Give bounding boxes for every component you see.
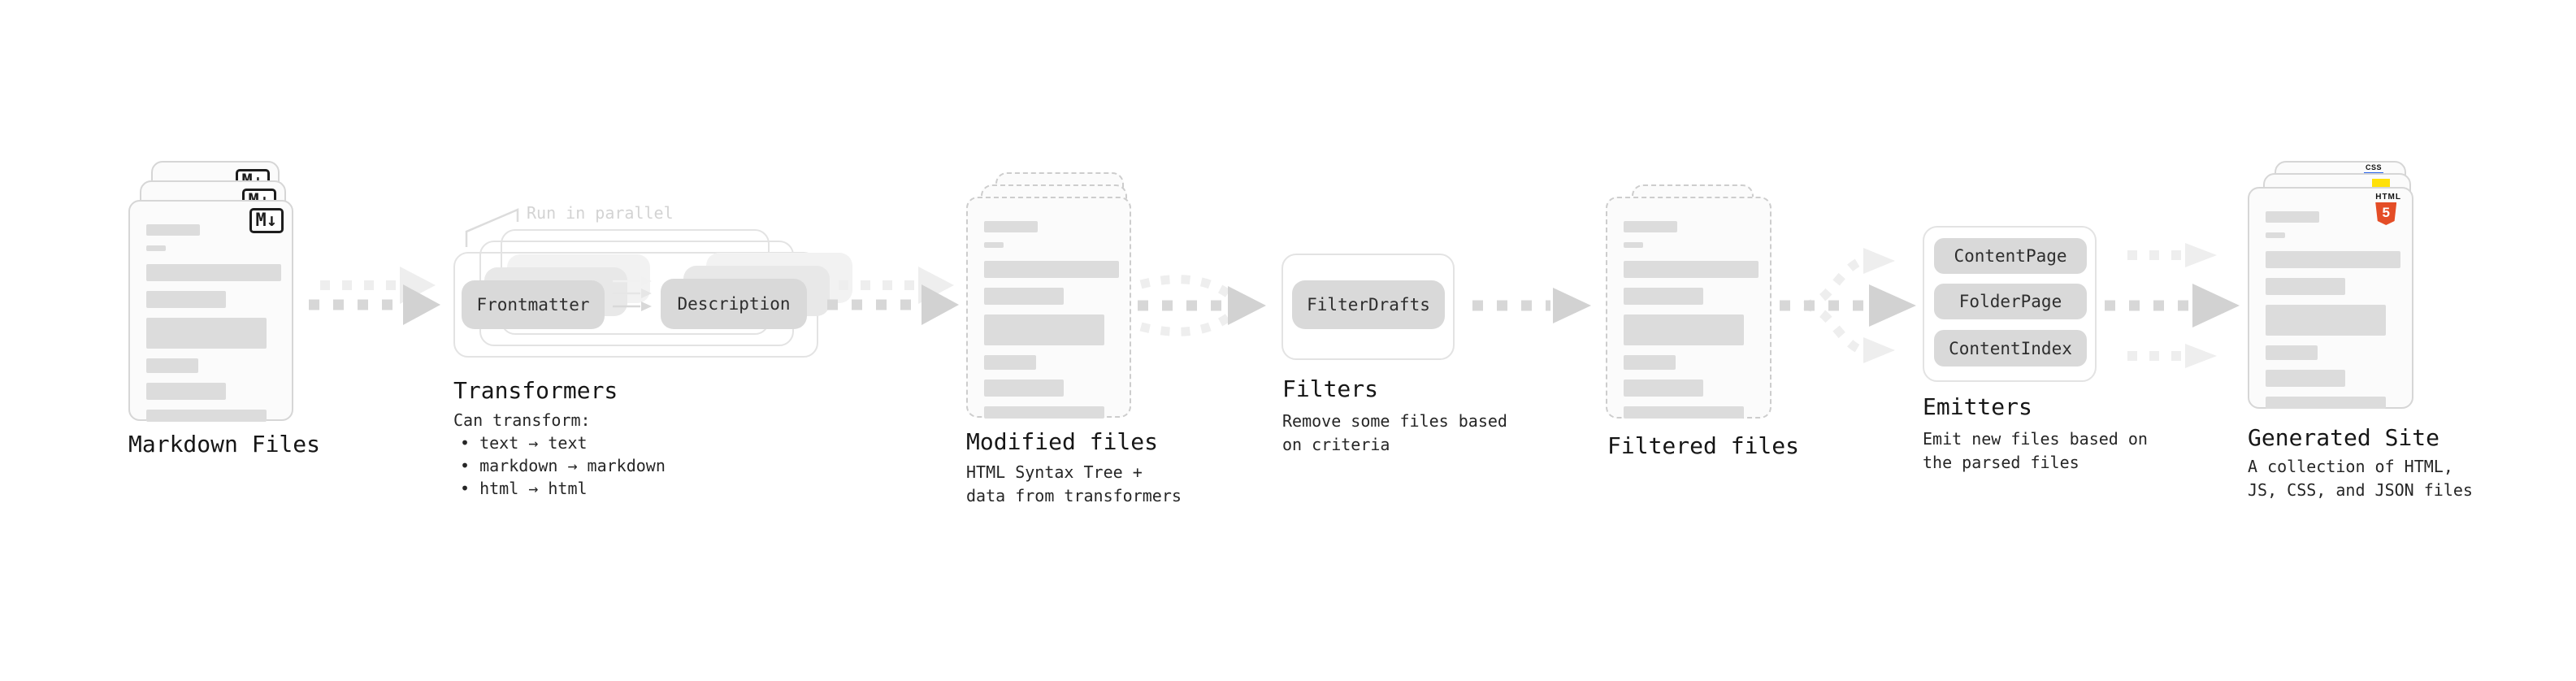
stage-label-transformers: Transformers: [453, 377, 618, 404]
caption-line: the parsed files: [1923, 453, 2079, 472]
document-content-placeholder: [2266, 211, 2400, 409]
arrow-filters-to-filtered: [1472, 288, 1591, 323]
node-frontmatter-label: Frontmatter: [476, 295, 590, 314]
modified-files-caption: HTML Syntax Tree + data from transformer…: [966, 461, 1182, 508]
html5-number: 5: [2382, 204, 2390, 220]
bullet-item: • text → text: [460, 433, 588, 453]
markdown-icon: M↓: [249, 208, 284, 234]
text-line-placeholder: [984, 221, 1038, 232]
text-line-placeholder: [1624, 288, 1703, 305]
document-content-placeholder: [1624, 221, 1759, 419]
arrow-markdown-to-transformers: [309, 267, 440, 325]
filters-caption: Remove some files based on criteria: [1282, 410, 1507, 457]
caption-line: Emit new files based on: [1923, 429, 2148, 449]
stage-label-filtered-files: Filtered files: [1607, 432, 1800, 459]
annotation-leader-line: [465, 208, 519, 247]
caption-line: Can transform:: [453, 410, 591, 430]
markdown-file-card-front: M↓: [128, 200, 293, 422]
text-line-placeholder: [984, 380, 1064, 397]
text-line-placeholder: [984, 242, 1004, 248]
stage-label-generated-site: Generated Site: [2248, 424, 2440, 451]
arrow-transformers-to-modified: [827, 267, 959, 325]
text-line-placeholder: [1624, 242, 1643, 248]
filtered-file-card-front: [1606, 197, 1772, 419]
arrow-emitters-to-generated: [2105, 243, 2240, 368]
node-filterdrafts-label: FilterDrafts: [1307, 295, 1430, 314]
text-line-placeholder: [2266, 305, 2386, 336]
text-line-placeholder: [984, 406, 1104, 419]
text-line-placeholder: [146, 410, 267, 422]
stage-label-filters: Filters: [1282, 375, 1379, 402]
arrow-filtered-to-emitters-fanout: [1780, 248, 1916, 363]
emitters-frame: [1923, 226, 2097, 382]
text-line-placeholder: [2266, 397, 2386, 409]
css-icon-label: CSS: [2365, 163, 2382, 171]
parallel-arrows-icon: [613, 276, 652, 311]
node-filterdrafts: FilterDrafts: [1292, 280, 1445, 329]
text-line-placeholder: [1624, 314, 1744, 345]
text-line-placeholder: [146, 224, 200, 236]
caption-line: Remove some files based: [1282, 411, 1507, 431]
node-contentpage-label: ContentPage: [1954, 246, 2067, 266]
caption-line: data from transformers: [966, 486, 1182, 505]
text-line-placeholder: [146, 318, 267, 349]
arrow-modified-to-filters-merge: [1138, 275, 1266, 336]
stage-label-markdown-files: Markdown Files: [128, 431, 321, 458]
text-line-placeholder: [1624, 380, 1703, 397]
node-contentindex: ContentIndex: [1934, 330, 2087, 367]
transformers-bullet-list: • text → text • markdown → markdown • ht…: [460, 432, 666, 500]
modified-file-card-front: [966, 197, 1131, 419]
text-line-placeholder: [146, 291, 226, 308]
generated-site-caption: A collection of HTML, JS, CSS, and JSON …: [2248, 455, 2473, 502]
html5-icon-label: HTML: [2375, 193, 2401, 202]
node-folderpage: FolderPage: [1934, 284, 2087, 319]
bullet-item: • html → html: [460, 479, 588, 498]
node-folderpage-label: FolderPage: [1958, 292, 2062, 311]
caption-line: on criteria: [1282, 435, 1390, 454]
caption-line: JS, CSS, and JSON files: [2248, 480, 2473, 500]
caption-line: HTML Syntax Tree +: [966, 462, 1143, 482]
text-line-placeholder: [2266, 370, 2345, 387]
text-line-placeholder: [1624, 261, 1759, 278]
node-description: Description: [661, 279, 807, 329]
text-line-placeholder: [1624, 355, 1676, 370]
emitters-caption: Emit new files based on the parsed files: [1923, 427, 2148, 475]
filters-frame: [1281, 254, 1455, 360]
text-line-placeholder: [146, 383, 226, 400]
text-line-placeholder: [2266, 251, 2400, 268]
document-content-placeholder: [984, 221, 1119, 419]
text-line-placeholder: [1624, 406, 1744, 419]
document-content-placeholder: [146, 224, 281, 422]
js-file-icon: [2372, 179, 2390, 189]
node-contentpage: ContentPage: [1934, 238, 2087, 274]
text-line-placeholder: [146, 358, 198, 373]
html5-shield: 5: [2375, 202, 2397, 225]
text-line-placeholder: [2266, 278, 2345, 295]
node-contentindex-label: ContentIndex: [1949, 338, 2072, 358]
bullet-item: • markdown → markdown: [460, 456, 666, 475]
generated-file-card-front: HTML 5: [2248, 187, 2413, 409]
text-line-placeholder: [984, 314, 1104, 345]
node-description-label: Description: [677, 294, 791, 314]
text-line-placeholder: [2266, 232, 2285, 238]
text-line-placeholder: [984, 355, 1036, 370]
run-in-parallel-annotation: Run in parallel: [527, 203, 674, 223]
text-line-placeholder: [2266, 345, 2318, 360]
text-line-placeholder: [2266, 211, 2319, 223]
node-frontmatter: Frontmatter: [462, 280, 605, 329]
text-line-placeholder: [984, 288, 1064, 305]
text-line-placeholder: [984, 261, 1119, 278]
stage-label-modified-files: Modified files: [966, 428, 1159, 455]
caption-line: A collection of HTML,: [2248, 457, 2453, 476]
text-line-placeholder: [1624, 221, 1677, 232]
html5-icon: HTML 5: [2375, 193, 2401, 225]
text-line-placeholder: [146, 245, 166, 251]
transformers-caption: Can transform:: [453, 409, 591, 432]
stage-label-emitters: Emitters: [1923, 393, 2032, 420]
text-line-placeholder: [146, 264, 281, 281]
